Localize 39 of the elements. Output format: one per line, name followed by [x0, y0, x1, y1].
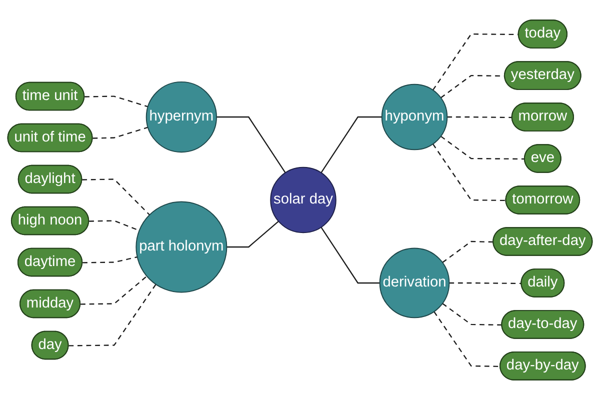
connector [447, 116, 512, 118]
term-node: morrow [511, 102, 574, 132]
relation-circle: part holonym [136, 201, 228, 293]
connector [440, 136, 525, 160]
relation-circle: derivation [379, 248, 450, 318]
connector [82, 178, 150, 216]
term-node: yesterday [504, 61, 582, 90]
connector [68, 284, 156, 346]
connector [442, 240, 494, 263]
term-node: day [31, 330, 69, 360]
term-node: day-to-day [501, 310, 584, 339]
relation-circle: hyponym [381, 84, 448, 150]
term-node: unit of time [7, 123, 93, 152]
center-circle: solar day [270, 166, 336, 234]
term-node: eve [524, 144, 562, 173]
term-node: day-after-day [492, 227, 593, 256]
term-node: daily [520, 268, 565, 298]
connector [92, 126, 148, 139]
connector [320, 116, 382, 174]
connector [216, 116, 286, 174]
term-node: today [518, 20, 568, 48]
term-node: daylight [18, 164, 82, 194]
relation-circle: hypernym [146, 81, 217, 153]
connector [82, 256, 138, 264]
term-node: midday [20, 289, 81, 318]
connector [320, 226, 380, 284]
connector [89, 220, 140, 232]
connector [226, 220, 279, 248]
term-node: daytime [18, 248, 83, 277]
term-node: high noon [10, 206, 90, 236]
connector [449, 282, 522, 284]
connector [432, 144, 506, 202]
connector [442, 303, 502, 326]
term-node: tomorrow [505, 186, 580, 214]
connector [80, 276, 148, 305]
connector [434, 311, 501, 368]
term-node: day-by-day [500, 352, 586, 380]
connector [84, 96, 148, 108]
term-node: time unit [15, 82, 85, 111]
